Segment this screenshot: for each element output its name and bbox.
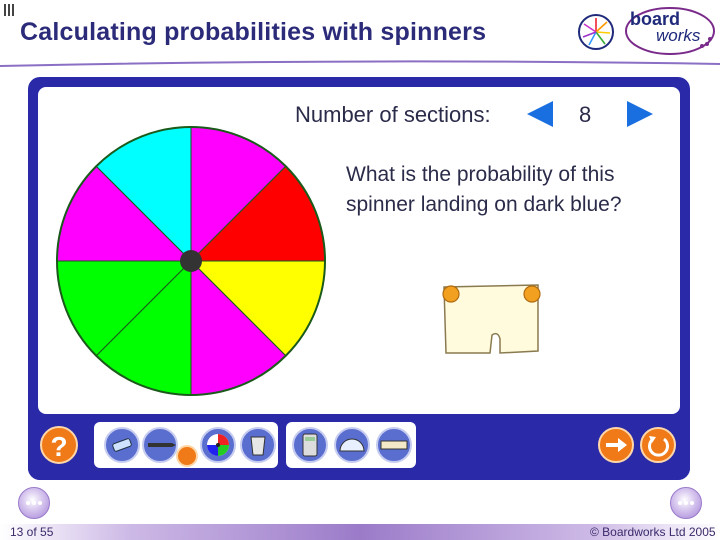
reset-button[interactable] bbox=[640, 427, 676, 463]
boardworks-emblem-icon bbox=[578, 14, 614, 50]
eraser-button[interactable] bbox=[104, 427, 140, 463]
menu-bars-icon bbox=[4, 4, 16, 16]
pen-icon bbox=[148, 443, 176, 447]
spinner-tool-button[interactable] bbox=[200, 427, 236, 463]
eraser-icon bbox=[112, 438, 132, 452]
calculator-icon bbox=[302, 433, 318, 457]
dots-icon bbox=[678, 501, 694, 505]
spinner-rim bbox=[56, 126, 326, 396]
spinner-tool-icon bbox=[207, 434, 229, 456]
title-divider bbox=[0, 60, 720, 67]
reset-icon bbox=[648, 436, 669, 457]
previous-slide-button[interactable] bbox=[18, 487, 50, 519]
next-slide-button[interactable] bbox=[670, 487, 702, 519]
increase-sections-button[interactable] bbox=[627, 101, 653, 127]
bin-button[interactable] bbox=[240, 427, 276, 463]
bin-icon bbox=[250, 436, 266, 456]
spinner-hub[interactable] bbox=[180, 250, 202, 272]
page-title: Calculating probabilities with spinners bbox=[20, 18, 487, 46]
answer-note[interactable] bbox=[438, 283, 542, 355]
slide-number: 13 of 55 bbox=[10, 525, 54, 539]
ruler-button[interactable] bbox=[376, 427, 412, 463]
help-button[interactable]: ? bbox=[40, 426, 78, 464]
dots-icon bbox=[26, 501, 42, 505]
logo-text-board: board bbox=[630, 9, 681, 29]
protractor-icon bbox=[339, 438, 365, 452]
pen-button[interactable] bbox=[142, 427, 178, 463]
boardworks-logo bbox=[625, 7, 715, 55]
next-arrow-icon bbox=[606, 438, 627, 452]
next-button[interactable] bbox=[598, 427, 634, 463]
sections-count: 8 bbox=[579, 102, 592, 127]
copyright: © Boardworks Ltd 2005 bbox=[590, 525, 716, 539]
decrease-sections-button[interactable] bbox=[527, 101, 553, 127]
pin-right-icon bbox=[523, 285, 541, 303]
ruler-icon bbox=[380, 440, 408, 450]
pin-left-icon bbox=[442, 285, 460, 303]
question-text: What is the probability of this spinner … bbox=[346, 163, 622, 216]
calculator-button[interactable] bbox=[292, 427, 328, 463]
pen-colour-button[interactable] bbox=[176, 445, 198, 467]
spinner-wheel[interactable] bbox=[55, 125, 327, 397]
sections-label: Number of sections: bbox=[295, 102, 491, 127]
protractor-button[interactable] bbox=[334, 427, 370, 463]
logo-text-works: works bbox=[656, 26, 701, 45]
footer-bar bbox=[0, 524, 720, 540]
